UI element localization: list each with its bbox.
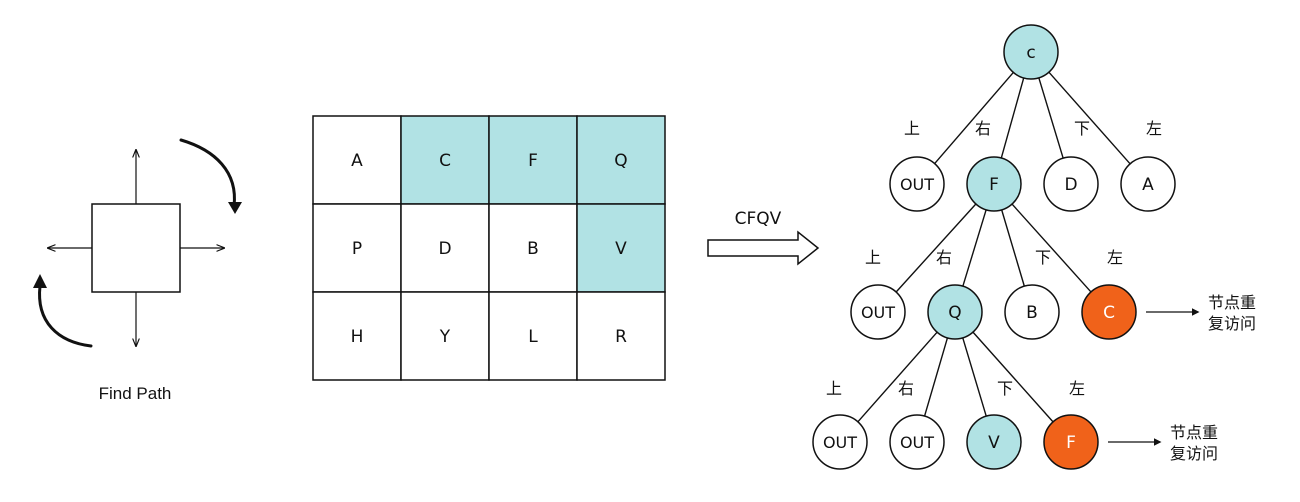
tree-node bbox=[1043, 156, 1099, 212]
tree-node-label: OUT bbox=[900, 433, 934, 452]
grid-cell-letter: Y bbox=[439, 327, 451, 347]
tree-edge bbox=[895, 203, 977, 293]
tree-edge bbox=[1000, 77, 1025, 159]
tree-node-label: D bbox=[1064, 175, 1077, 195]
tree-edge bbox=[857, 331, 938, 423]
direction-label: 右 bbox=[975, 119, 991, 138]
find-path-caption: Find Path bbox=[98, 384, 172, 403]
tree-node bbox=[850, 284, 906, 340]
grid-cell-letter: Q bbox=[614, 151, 627, 171]
grid-cell-letter: R bbox=[615, 327, 627, 347]
center-square bbox=[91, 203, 181, 293]
direction-label: 下 bbox=[1035, 248, 1051, 267]
grid-cell-letter: P bbox=[352, 239, 362, 259]
grid-cell-letter: C bbox=[439, 151, 451, 171]
tree-node-label: F bbox=[989, 175, 999, 195]
direction-labels: 上右下左上右下左上右下左 bbox=[826, 119, 1162, 398]
rotate-clockwise-head-icon bbox=[228, 202, 242, 214]
direction-label: 上 bbox=[865, 248, 881, 267]
grid-cell bbox=[312, 203, 402, 293]
grid-cell-letter: V bbox=[615, 239, 627, 259]
grid-cell bbox=[576, 115, 666, 205]
tree-node bbox=[927, 284, 983, 340]
tree-node-label: Q bbox=[948, 303, 961, 323]
grid-cell-letter: A bbox=[351, 151, 363, 171]
path-word: CFQV bbox=[735, 209, 782, 229]
direction-label: 上 bbox=[826, 379, 842, 398]
repeat-note-text: 复访问 bbox=[1170, 444, 1218, 463]
tree-node-label: B bbox=[1026, 303, 1038, 323]
tree-node bbox=[889, 414, 945, 470]
tree-node-label: A bbox=[1142, 175, 1154, 195]
direction-label: 左 bbox=[1107, 248, 1123, 267]
tree-node bbox=[1004, 284, 1060, 340]
hollow-right-arrow-icon bbox=[707, 230, 820, 266]
grid-cell bbox=[400, 291, 490, 381]
tree-node bbox=[1043, 414, 1099, 470]
tree-node bbox=[812, 414, 868, 470]
tree-node bbox=[1120, 156, 1176, 212]
tree-edges bbox=[857, 71, 1131, 423]
grid-cell bbox=[488, 115, 578, 205]
tree-node-label: C bbox=[1103, 303, 1115, 323]
tree-edge bbox=[1048, 71, 1131, 165]
grid-cell bbox=[576, 291, 666, 381]
repeat-note-text: 节点重 bbox=[1208, 293, 1256, 312]
tree-edge bbox=[1011, 203, 1092, 293]
direction-label: 右 bbox=[898, 379, 914, 398]
tree-node bbox=[966, 156, 1022, 212]
direction-label: 左 bbox=[1146, 119, 1162, 138]
tree-node-label: OUT bbox=[823, 433, 857, 452]
tree-edge bbox=[934, 71, 1014, 165]
repeat-note-text: 节点重 bbox=[1170, 423, 1218, 442]
grid-cell bbox=[576, 203, 666, 293]
direction-label: 下 bbox=[997, 379, 1013, 398]
direction-label: 左 bbox=[1069, 379, 1085, 398]
grid-cell bbox=[400, 203, 490, 293]
rotate-clockwise-arrow-icon bbox=[179, 138, 236, 208]
rotate-counterclockwise-arrow-icon bbox=[38, 284, 93, 348]
direction-label: 下 bbox=[1074, 119, 1090, 138]
grid-cell-letter: L bbox=[528, 327, 538, 347]
grid-cell-letter: H bbox=[351, 327, 364, 347]
tree-node-label: c bbox=[1026, 43, 1035, 63]
grid-cell-letter: F bbox=[528, 151, 538, 171]
tree-edge bbox=[962, 337, 987, 417]
tree-node-label: F bbox=[1066, 433, 1076, 453]
direction-label: 右 bbox=[936, 248, 952, 267]
tree-node-label: V bbox=[988, 433, 1000, 453]
tree-edge bbox=[962, 209, 987, 287]
tree-node-label: OUT bbox=[900, 175, 934, 194]
tree-node bbox=[1003, 24, 1059, 80]
grid-cell-letter: D bbox=[438, 239, 451, 259]
tree-edge bbox=[923, 337, 949, 417]
direction-label: 上 bbox=[904, 119, 920, 138]
direction-icon bbox=[33, 138, 242, 348]
grid-cell bbox=[488, 291, 578, 381]
grid-cell bbox=[312, 115, 402, 205]
tree-edge bbox=[972, 331, 1054, 423]
grid-cell-letter: B bbox=[527, 239, 539, 259]
tree-edge bbox=[1038, 77, 1064, 159]
tree-node bbox=[889, 156, 945, 212]
tree-node bbox=[966, 414, 1022, 470]
path-arrow: CFQV bbox=[707, 209, 820, 266]
rotate-counterclockwise-head-icon bbox=[33, 274, 47, 288]
tree-edge bbox=[1001, 209, 1025, 287]
tree-node bbox=[1081, 284, 1137, 340]
repeat-note-text: 复访问 bbox=[1208, 314, 1256, 333]
tree-node-label: OUT bbox=[861, 303, 895, 322]
grid-cell bbox=[312, 291, 402, 381]
letter-grid: A C F Q P D B V H Y L R bbox=[312, 115, 666, 381]
